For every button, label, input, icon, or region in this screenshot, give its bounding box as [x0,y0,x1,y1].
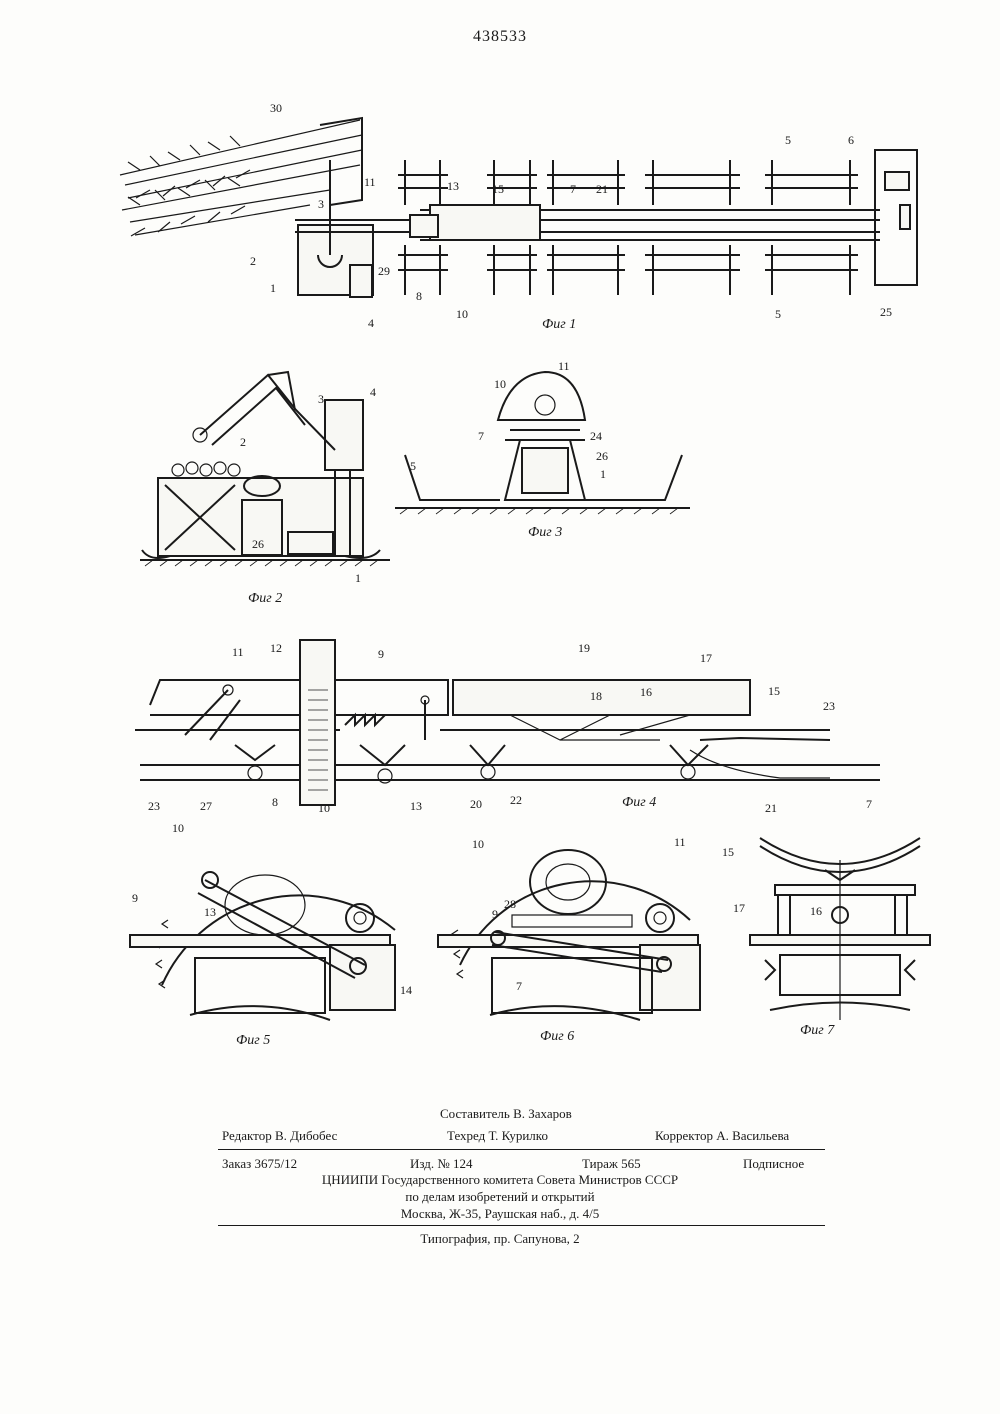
linkage-16 [510,715,690,740]
label-14: 14 [400,983,412,997]
label-17: 17 [700,651,712,665]
label-3: 3 [318,392,324,406]
label-11: 11 [674,835,686,849]
figure-6: 10 11 28 9 7 Фиг 6 [438,835,700,1044]
label-25: 25 [880,305,892,319]
figure-4: 11 12 9 19 18 16 17 15 23 23 27 8 10 13 … [135,640,880,815]
saw-unit-13 [410,215,438,237]
label-9: 9 [492,907,498,921]
printer: Типография, пр. Сапунова, 2 [0,1230,1000,1248]
label-13: 13 [204,905,216,919]
label-11: 11 [364,175,376,189]
label-1: 1 [355,571,361,585]
label-15: 15 [768,684,780,698]
label-2: 2 [240,435,246,449]
label-4: 4 [370,385,376,399]
label-15: 15 [722,845,734,859]
figure-5-caption: Фиг 5 [236,1033,270,1048]
figure-2: 3 4 2 26 1 Фиг 2 [140,372,390,606]
figure-1-caption: Фиг 1 [542,317,576,332]
figure-7: 15 17 16 Фиг 7 [722,838,930,1038]
label-7: 7 [866,797,872,811]
label-18: 18 [590,689,602,703]
technical-drawings: 30 3 11 13 15 7 21 5 6 2 29 1 4 8 10 25 … [0,0,1000,1100]
label-21: 21 [765,801,777,815]
tree-bundle [120,118,362,236]
label-26: 26 [596,449,608,463]
figure-5: 10 9 13 14 Фиг 5 [130,821,412,1048]
label-2: 2 [250,254,256,268]
figure-7-caption: Фиг 7 [800,1023,835,1038]
label-21: 21 [596,182,608,196]
label-11: 11 [558,359,570,373]
label-12: 12 [270,641,282,655]
label-7: 7 [570,182,576,196]
carriage-15 [430,205,540,240]
figure-6-caption: Фиг 6 [540,1029,574,1044]
corrector: Корректор А. Васильева [655,1127,789,1145]
label-10: 10 [318,801,330,815]
compiler: Составитель В. Захаров [440,1105,572,1123]
label-17: 17 [733,901,745,915]
org-line-2: по делам изобретений и открытий [0,1188,1000,1206]
label-9: 9 [378,647,384,661]
label-1: 1 [270,281,276,295]
rack-9 [345,715,385,725]
editor: Редактор В. Дибобес [222,1127,337,1145]
label-13: 13 [410,799,422,813]
label-8: 8 [272,795,278,809]
label-10: 10 [472,837,484,851]
figure-3: 10 11 7 24 26 1 5 Фиг 3 [395,359,690,540]
figure-2-caption: Фиг 2 [248,591,282,606]
guides-17 [778,895,907,935]
label-11: 11 [232,645,244,659]
label-4: 4 [368,316,374,330]
label-7: 7 [516,979,522,993]
label-10: 10 [172,821,184,835]
bracket-14 [330,945,395,1010]
label-23-left: 23 [148,799,160,813]
divider [218,1149,825,1150]
label-6: 6 [848,133,854,147]
label-29: 29 [378,264,390,278]
label-19: 19 [578,641,590,655]
label-23-right: 23 [823,699,835,713]
clamp-28 [512,915,632,927]
label-5-lower: 5 [775,307,781,321]
label-3: 3 [318,197,324,211]
label-5: 5 [410,459,416,473]
label-24: 24 [590,429,602,443]
label-20: 20 [470,797,482,811]
label-26: 26 [252,537,264,551]
divider [218,1225,825,1226]
label-16: 16 [640,685,652,699]
techred: Техред Т. Курилко [447,1127,548,1145]
label-13: 13 [447,179,459,193]
label-30: 30 [270,101,282,115]
figure-1: 30 3 11 13 15 7 21 5 6 2 29 1 4 8 10 25 … [120,101,917,332]
boom-3 [200,372,335,450]
label-15: 15 [492,182,504,196]
org-line-1: ЦНИИПИ Государственного комитета Совета … [0,1171,1000,1189]
label-10: 10 [494,377,506,391]
label-1: 1 [600,467,606,481]
label-28: 28 [504,897,516,911]
label-7: 7 [478,429,484,443]
cabin-4 [350,265,372,297]
label-22: 22 [510,793,522,807]
cabin [325,400,363,470]
label-5: 5 [785,133,791,147]
label-9: 9 [132,891,138,905]
label-16: 16 [810,904,822,918]
org-line-3: Москва, Ж-35, Раушская наб., д. 4/5 [0,1205,1000,1223]
figure-4-caption: Фиг 4 [622,795,656,810]
label-10: 10 [456,307,468,321]
label-8: 8 [416,289,422,303]
figure-3-caption: Фиг 3 [528,525,562,540]
label-27: 27 [200,799,212,813]
